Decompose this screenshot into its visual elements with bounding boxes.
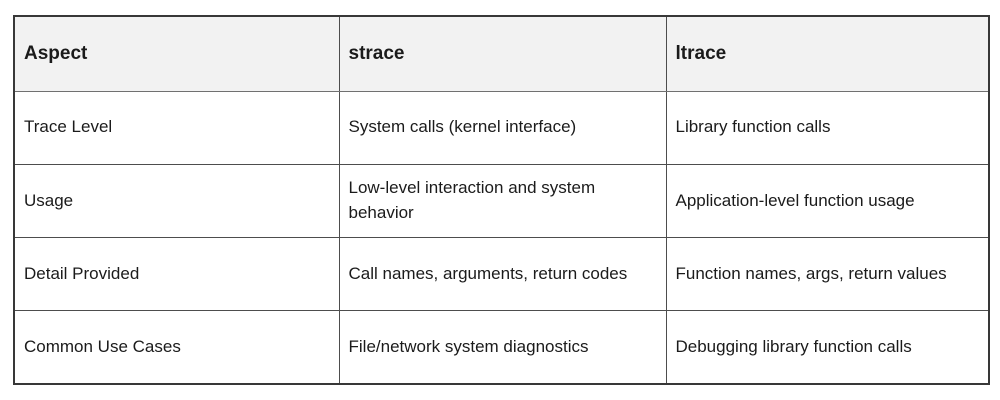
strace-cell: Low-level interaction and system behavio… bbox=[338, 163, 667, 239]
strace-cell: System calls (kernel interface) bbox=[338, 90, 667, 165]
header-strace: strace bbox=[338, 15, 667, 92]
header-aspect: Aspect bbox=[13, 15, 340, 92]
strace-cell: File/network system diagnostics bbox=[338, 310, 667, 385]
ltrace-cell: Function names, args, return values bbox=[665, 236, 990, 312]
table-row-trace-level: Trace Level System calls (kernel interfa… bbox=[13, 90, 990, 165]
header-row: Aspect strace ltrace bbox=[13, 15, 990, 92]
aspect-cell: Common Use Cases bbox=[13, 310, 340, 385]
table-row-detail-provided: Detail Provided Call names, arguments, r… bbox=[13, 236, 990, 312]
ltrace-cell: Debugging library function calls bbox=[665, 310, 990, 385]
strace-cell: Call names, arguments, return codes bbox=[338, 236, 667, 312]
aspect-cell: Usage bbox=[13, 163, 340, 239]
ltrace-cell: Library function calls bbox=[665, 90, 990, 165]
aspect-cell: Detail Provided bbox=[13, 236, 340, 312]
table-row-common-use-cases: Common Use Cases File/network system dia… bbox=[13, 310, 990, 385]
strace-ltrace-comparison-table: Aspect strace ltrace Trace Level System … bbox=[13, 15, 990, 385]
table-row-usage: Usage Low-level interaction and system b… bbox=[13, 163, 990, 239]
header-ltrace: ltrace bbox=[665, 15, 990, 92]
table-header: Aspect strace ltrace bbox=[13, 15, 990, 92]
ltrace-cell: Application-level function usage bbox=[665, 163, 990, 239]
aspect-cell: Trace Level bbox=[13, 90, 340, 165]
table-body: Trace Level System calls (kernel interfa… bbox=[13, 90, 990, 385]
